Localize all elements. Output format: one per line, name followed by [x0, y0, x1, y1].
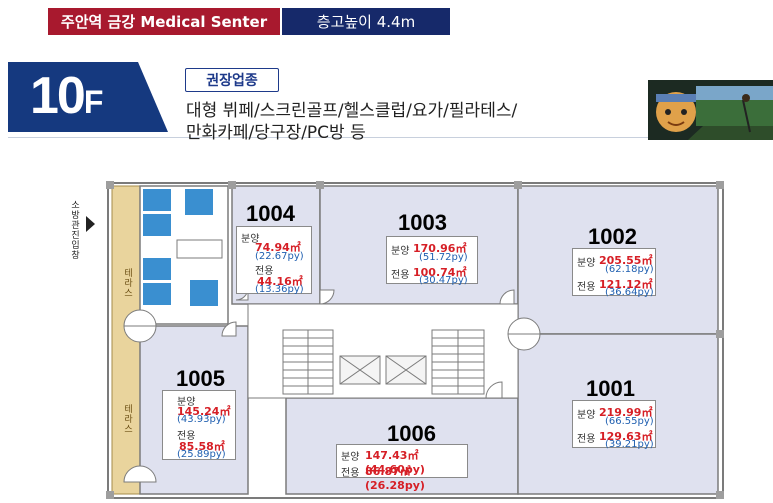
- unit-1004-sale-area: 74.94㎡: [255, 241, 301, 254]
- unit-1002-sale-area: 205.55㎡: [599, 254, 653, 267]
- unit-1003-sale-area: 170.96㎡: [413, 242, 467, 255]
- unit-1006-excl-label: 전용: [341, 468, 360, 479]
- unit-1005-number: 1005: [176, 366, 225, 391]
- unit-1004-info: 분양 74.94㎡ (22.67py) 전용 44.16㎡ (13.36py): [236, 226, 312, 295]
- unit-1006-sale-area: 147.43㎡(44.60py): [365, 449, 425, 476]
- terrace-label-top: 테라스: [122, 268, 132, 298]
- unit-1004-sale-label: 분양: [241, 234, 260, 245]
- floor-tab-shape: [8, 62, 168, 132]
- unit-1006-number: 1006: [387, 421, 436, 446]
- unit-1002-excl-label: 전용: [577, 282, 596, 293]
- unit-1005-excl-pyeong: (25.89py): [177, 449, 226, 460]
- floor-number: 10F: [30, 66, 103, 132]
- stairs-right: [431, 329, 485, 395]
- recommend-line-2: 만화카페/당구장/PC방 등: [186, 123, 366, 143]
- unit-1003-info: 분양 170.96㎡ (51.72py) 전용 100.74㎡ (30.47py…: [386, 236, 478, 286]
- floor-suffix: F: [83, 84, 104, 120]
- unit-1006-sale-label: 분양: [341, 452, 360, 463]
- unit-1003-sale-label: 분양: [391, 246, 410, 257]
- unit-1004-excl-area: 44.16㎡: [257, 275, 303, 288]
- screen-golf-photo: [648, 80, 773, 140]
- unit-1003-excl-area: 100.74㎡: [413, 266, 467, 279]
- unit-1003-number: 1003: [398, 210, 447, 235]
- unit-1005-sale-label: 분양: [177, 397, 196, 408]
- core-area: [247, 303, 519, 399]
- unit-1002-excl-area: 121.12㎡: [599, 278, 653, 291]
- unit-1003-sale-pyeong: (51.72py): [419, 252, 468, 263]
- unit-1001-sale-area: 219.99㎡: [599, 406, 653, 419]
- unit-1004-excl-label: 전용: [255, 266, 274, 277]
- unit-1006-excl-area: 86.87㎡(26.28py): [365, 465, 425, 492]
- doors: [123, 287, 541, 483]
- unit-1002-number: 1002: [588, 224, 637, 249]
- unit-1005-excl-area: 85.58㎡: [179, 440, 225, 453]
- unit-1001-number: 1001: [586, 376, 635, 401]
- unit-1001-sale-label: 분양: [577, 410, 596, 421]
- fire-entry-window-label: 소방관진입창: [69, 200, 79, 260]
- unit-1003-excl-pyeong: (30.47py): [419, 275, 468, 286]
- recommend-line-1: 대형 뷔페/스크린골프/헬스클럽/요가/필라테스/: [186, 101, 518, 121]
- elevators: [339, 355, 427, 385]
- unit-1005-sale-area: 145.24㎡: [177, 405, 231, 418]
- columns: [106, 181, 724, 499]
- unit-1004-sale-pyeong: (22.67py): [255, 251, 304, 262]
- unit-1004-number: 1004: [246, 201, 295, 226]
- unit-1001-sale-pyeong: (66.55py): [605, 416, 654, 427]
- ceiling-height-badge: 층고높이 4.4m: [282, 8, 450, 35]
- floor-number-value: 10: [30, 67, 86, 125]
- unit-1003-excl-label: 전용: [391, 270, 410, 281]
- header-divider: [8, 137, 773, 138]
- unit-1001-excl-pyeong: (39.21py): [605, 439, 654, 450]
- recommend-title: 권장업종: [185, 68, 279, 92]
- unit-1001-excl-area: 129.63㎡: [599, 430, 653, 443]
- fire-entry-arrow: [86, 216, 95, 232]
- location-badge: 주안역 금강 Medical Senter: [48, 8, 280, 35]
- unit-1002-info: 분양 205.55㎡ (62.18py) 전용 121.12㎡ (36.64py…: [572, 248, 656, 298]
- unit-1005-sale-pyeong: (43.93py): [177, 414, 226, 425]
- terrace-label-bottom: 테라스: [122, 404, 132, 434]
- unit-1002-sale-label: 분양: [577, 258, 596, 269]
- unit-1005-info: 분양 145.24㎡ (43.93py) 전용 85.58㎡ (25.89py): [162, 390, 236, 460]
- stairs-left: [282, 329, 334, 395]
- unit-1004-excl-pyeong: (13.36py): [255, 284, 304, 295]
- unit-1005-excl-label: 전용: [177, 431, 196, 442]
- unit-1002-excl-pyeong: (36.64py): [605, 287, 654, 298]
- unit-1006-info: 분양 147.43㎡(44.60py) 전용 86.87㎡(26.28py): [336, 444, 468, 492]
- unit-1001-info: 분양 219.99㎡ (66.55py) 전용 129.63㎡ (39.21py…: [572, 400, 656, 450]
- unit-1002-sale-pyeong: (62.18py): [605, 264, 654, 275]
- unit-1001-excl-label: 전용: [577, 434, 596, 445]
